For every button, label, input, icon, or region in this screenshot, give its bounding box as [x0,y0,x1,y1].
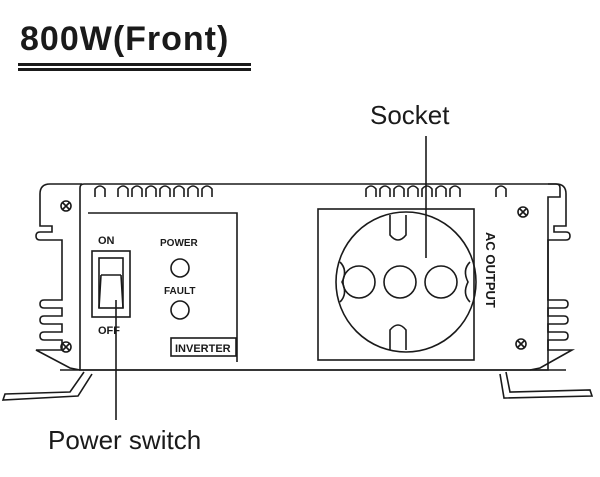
right-flange [529,183,576,371]
title-underline-bottom [18,68,251,71]
switch-on-label: ON [98,235,115,247]
left-flange [35,183,82,371]
inverter-badge-label: INVERTER [175,343,231,355]
socket-callout-label: Socket [370,100,450,130]
fault-led [170,300,190,320]
socket [335,211,477,353]
inverter-badge [170,337,237,357]
top-vents-right [365,185,507,197]
power-switch [91,250,131,318]
ac-output-label: AC OUTPUT [483,232,498,308]
control-panel-frame [88,212,238,362]
power-switch-callout-label: Power switch [48,425,202,455]
socket-frame [317,208,475,361]
fault-led-label: FAULT [164,286,195,297]
title-underline-top [18,63,251,66]
top-vents-left [94,185,213,197]
screw-icons [60,200,529,353]
power-led-label: POWER [160,238,199,249]
diagram-title: 800W(Front) [20,20,230,58]
left-foot [1,371,93,401]
right-foot [499,371,594,399]
power-led [170,258,190,278]
switch-off-label: OFF [98,325,120,337]
